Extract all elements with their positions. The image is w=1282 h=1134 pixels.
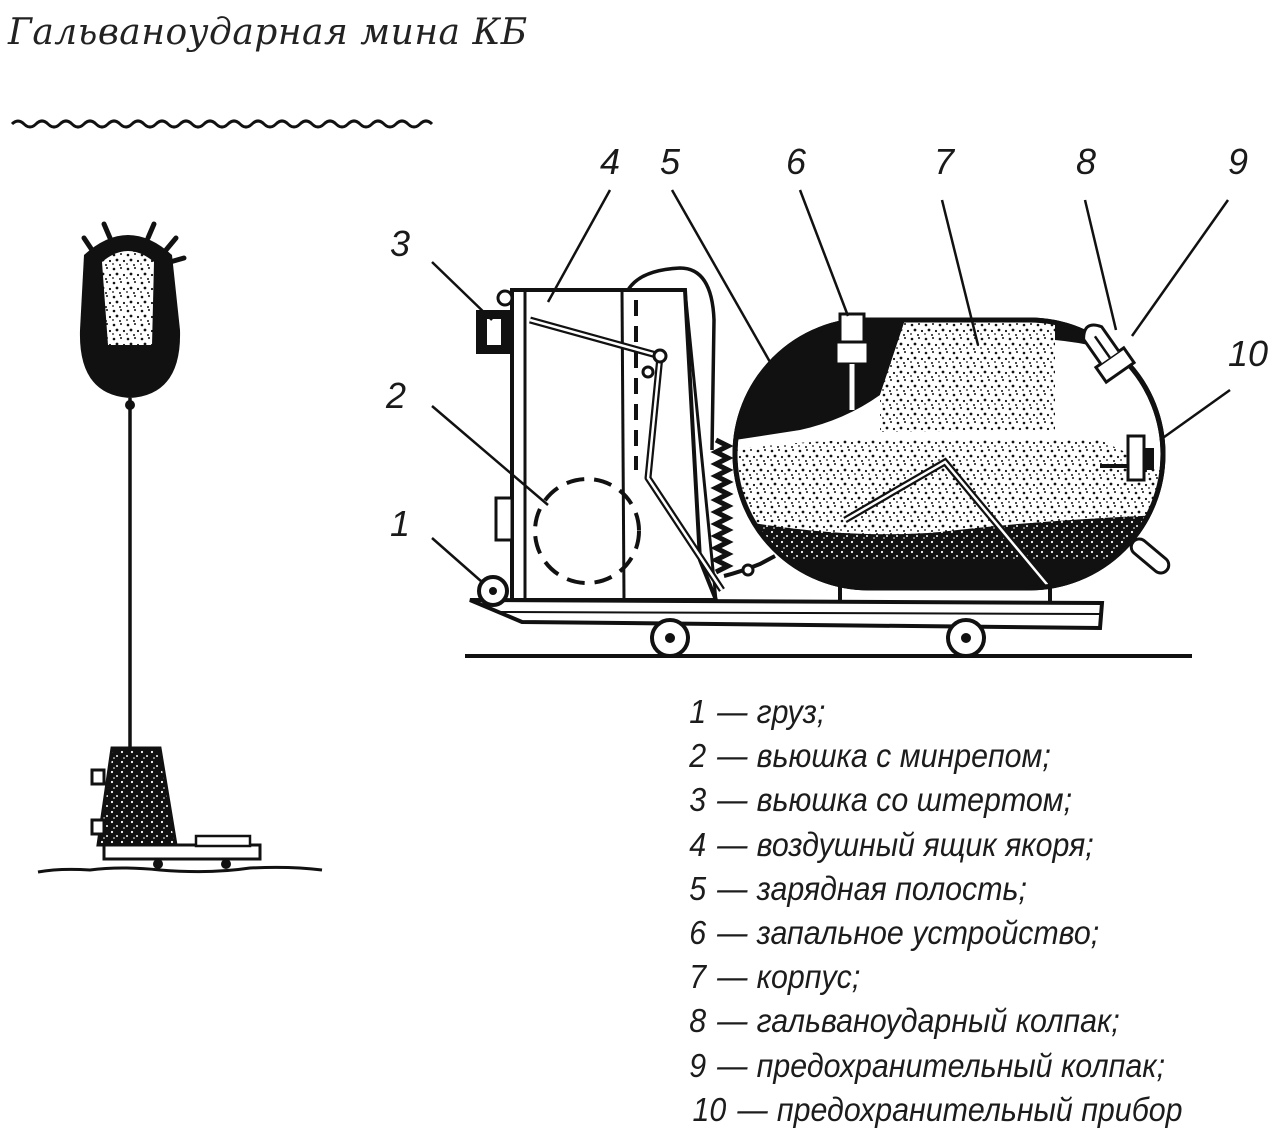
horn-caps	[1082, 323, 1137, 385]
mine-cable-reel	[533, 477, 641, 585]
anchor-box	[96, 746, 178, 847]
legend-item: 8—гальваноударный колпак;	[689, 1002, 1120, 1040]
sea-surface-wave	[10, 119, 434, 129]
legend-item: 10—предохранительный прибор	[692, 1090, 1183, 1128]
mine-on-anchor-view	[431, 189, 1231, 658]
callout-7: 7	[934, 141, 956, 182]
callout-10: 10	[1228, 333, 1268, 374]
mine-horns	[81, 221, 187, 265]
callout-6: 6	[786, 141, 807, 182]
ignition-device	[834, 312, 870, 410]
legend-item: 1—груз;	[689, 693, 826, 730]
mine-float-speckle	[102, 251, 154, 345]
legend-item: 6—запальное устройство;	[689, 913, 1100, 951]
callout-9: 9	[1228, 141, 1248, 182]
diagram-title: Гальваноударная мина КБ	[8, 12, 528, 53]
seabed-line-left	[37, 865, 323, 874]
legend-item: 7—корпус;	[689, 958, 861, 996]
trolley-wheels	[650, 618, 986, 658]
legend-item: 9—предохранительный колпак;	[689, 1046, 1166, 1084]
legend-item: 3—вьюшка со штертом;	[689, 781, 1073, 819]
callout-leaders	[431, 189, 1231, 583]
callout-3: 3	[390, 223, 410, 264]
callout-8: 8	[1076, 141, 1096, 182]
callout-4: 4	[600, 141, 620, 182]
legend-item: 5—зарядная полость;	[689, 869, 1027, 907]
callout-2: 2	[385, 375, 406, 416]
anchor-air-box	[510, 288, 719, 602]
legend-list: 1—груз; 2—вьюшка с минрепом; 3—вьюшка со…	[684, 690, 1226, 1132]
legend-item: 4—воздушный ящик якоря;	[689, 825, 1094, 863]
trolley-platform	[469, 598, 1105, 631]
safety-device	[1100, 434, 1154, 482]
mine-hull	[732, 317, 1166, 591]
callout-1: 1	[390, 503, 410, 544]
deployed-mine-view	[37, 221, 323, 874]
callout-numbers: 1 2 3 4 5 6 7 8 9 10	[385, 141, 1268, 544]
connecting-spring	[710, 437, 734, 575]
anchor-trolley	[102, 843, 262, 861]
callout-5: 5	[660, 141, 681, 182]
legend-item: 2—вьюшка с минрепом;	[689, 737, 1051, 775]
